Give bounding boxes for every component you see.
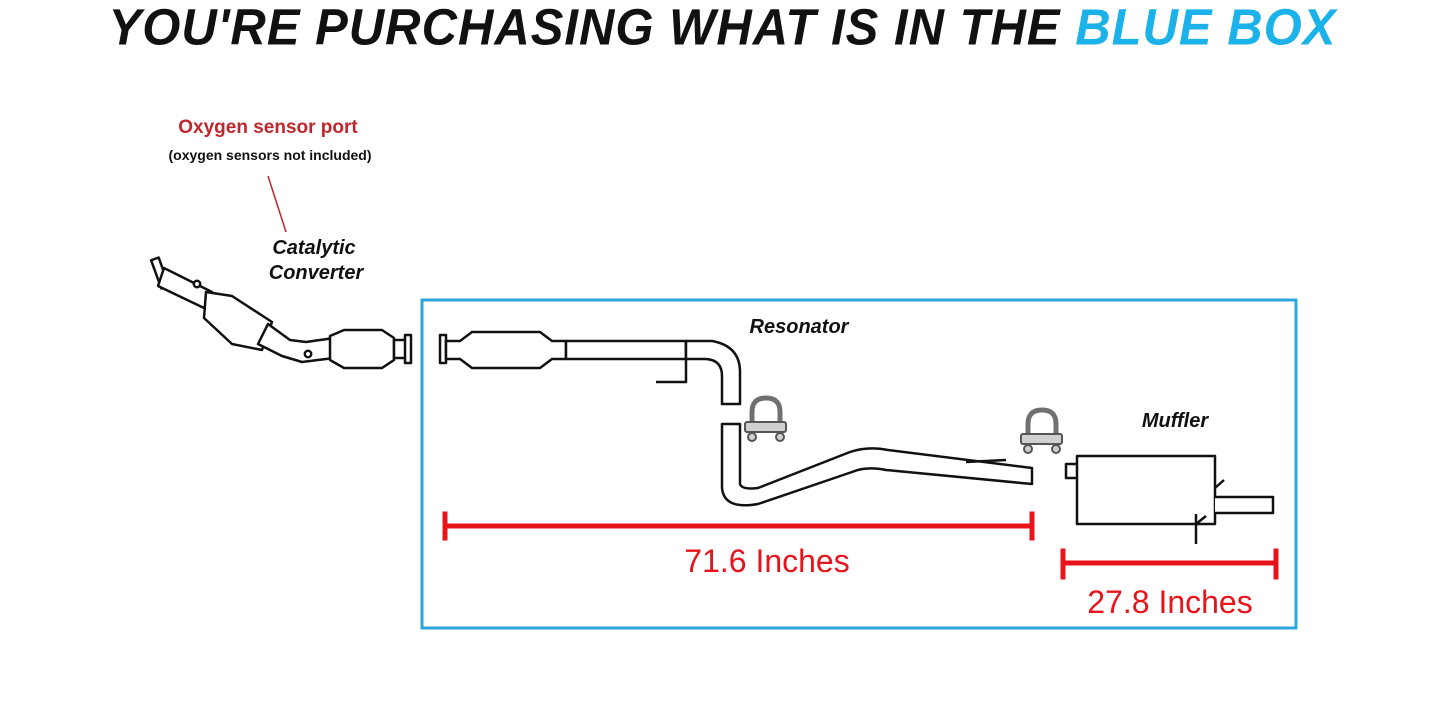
blue-box — [420, 298, 1298, 630]
catalytic-converter-assembly — [149, 256, 413, 370]
pipe-length-label: 71.6 Inches — [684, 543, 849, 579]
resonator-pipe-assembly — [438, 330, 1034, 507]
oxygen-port-label: Oxygen sensor port — [178, 117, 358, 138]
oxygen-note-label: (oxygen sensors not included) — [168, 147, 371, 163]
clamp-1-icon — [744, 395, 787, 442]
pipe-length-dimension — [442, 511, 1035, 541]
muffler-length-label: 27.8 Inches — [1087, 584, 1252, 620]
catalytic-label-line1: Catalytic — [272, 237, 355, 259]
muffler-assembly — [1064, 454, 1275, 544]
muffler-label: Muffler — [1142, 410, 1210, 432]
resonator-label: Resonator — [750, 316, 850, 338]
headline-highlight: BLUE BOX — [1075, 0, 1337, 57]
headline: YOU'RE PURCHASING WHAT IS IN THE BLUE BO… — [0, 0, 1445, 64]
catalytic-label-line2: Converter — [269, 262, 365, 284]
muffler-length-dimension — [1060, 548, 1279, 580]
headline-prefix: YOU'RE PURCHASING WHAT IS IN THE — [108, 0, 1061, 57]
clamp-2-icon — [1020, 407, 1063, 454]
oxygen-pointer-line — [267, 175, 287, 233]
